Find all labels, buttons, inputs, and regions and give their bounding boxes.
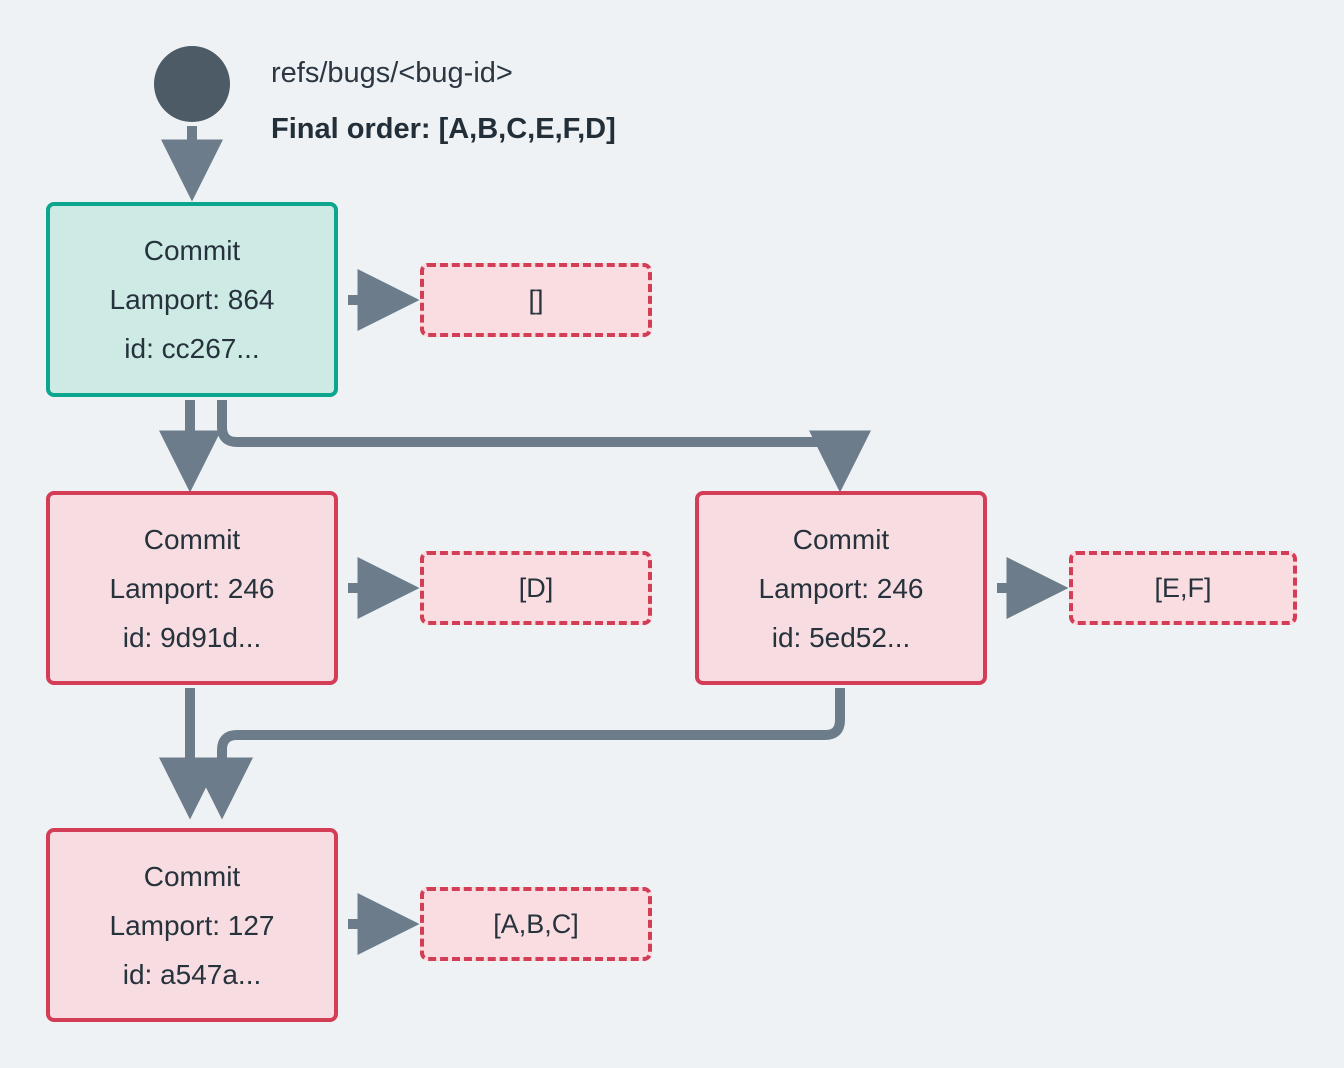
commit-title: Commit: [143, 860, 241, 892]
commit-id: id: a547a...: [122, 958, 262, 990]
commit-lamport: Lamport: 246: [758, 572, 924, 604]
ops-box-cc267[interactable]: []: [420, 263, 652, 337]
commit-id: id: cc267...: [124, 333, 260, 364]
final-order-label: Final order: [A,B,C,E,F,D]: [271, 113, 616, 145]
ops-box-5ed52[interactable]: [E,F]: [1069, 551, 1297, 625]
ref-pointer-node[interactable]: [154, 46, 230, 122]
commit-title: Commit: [143, 235, 241, 266]
commit-node-9d91d[interactable]: Commit Lamport: 246 id: 9d91d...: [46, 491, 338, 685]
commit-title: Commit: [143, 523, 241, 555]
ops-label: []: [528, 284, 544, 315]
ops-label: [D]: [518, 572, 554, 603]
ops-label: [A,B,C]: [493, 908, 579, 939]
ref-label: refs/bugs/<bug-id>: [271, 57, 513, 89]
ops-label: [E,F]: [1154, 572, 1212, 603]
commit-lamport: Lamport: 864: [109, 284, 275, 315]
edge-5ed52-to-a547a: [191, 688, 845, 820]
edge-cc267-to-5ed52: [217, 400, 871, 493]
commit-node-5ed52[interactable]: Commit Lamport: 246 id: 5ed52...: [695, 491, 987, 685]
commit-lamport: Lamport: 246: [109, 572, 275, 604]
commit-node-a547a[interactable]: Commit Lamport: 127 id: a547a...: [46, 828, 338, 1022]
ops-box-9d91d[interactable]: [D]: [420, 551, 652, 625]
commit-title: Commit: [792, 523, 890, 555]
commit-id: id: 9d91d...: [122, 621, 262, 653]
commit-lamport: Lamport: 127: [109, 909, 275, 941]
commit-node-cc267[interactable]: Commit Lamport: 864 id: cc267...: [46, 202, 338, 397]
ops-box-a547a[interactable]: [A,B,C]: [420, 887, 652, 961]
commit-id: id: 5ed52...: [771, 621, 911, 653]
